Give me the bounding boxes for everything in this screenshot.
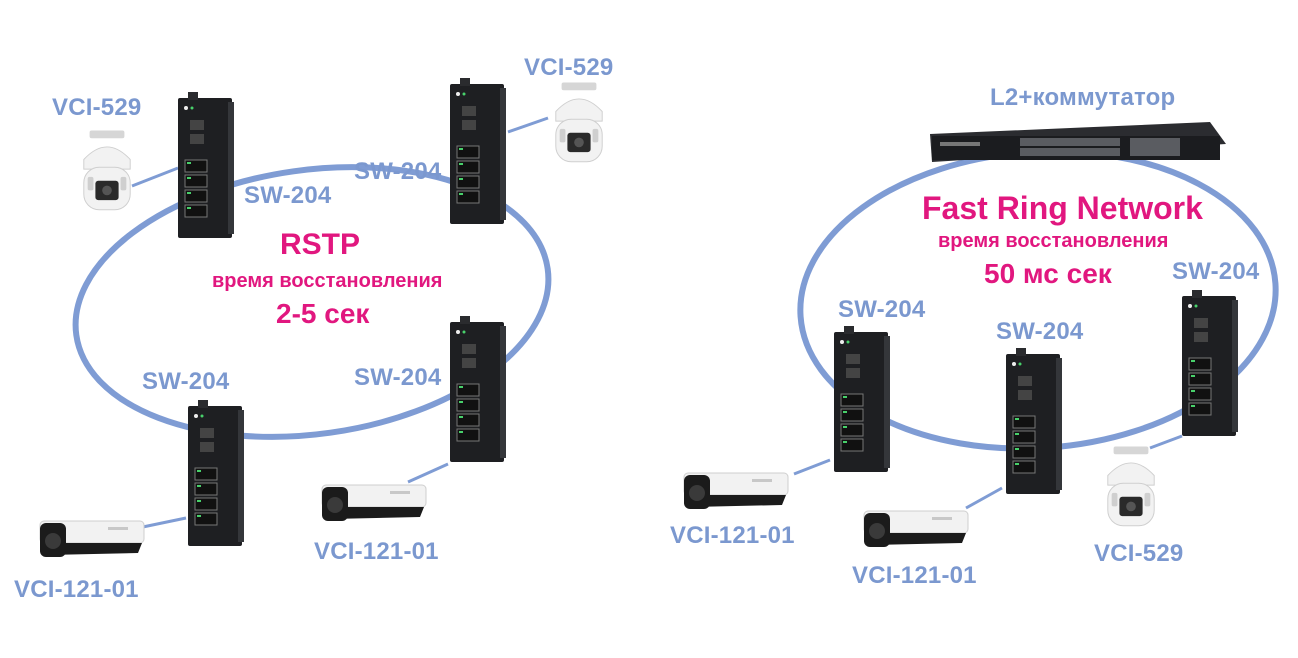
bullet-camera-icon <box>39 520 145 558</box>
camera-label: VCI-121-01 <box>14 576 139 603</box>
din-switch-icon <box>449 315 507 463</box>
link-line <box>1149 434 1183 450</box>
right-recovery-label: время восстановления <box>938 230 1169 252</box>
camera-label: VCI-121-01 <box>670 522 795 549</box>
link-line <box>507 116 549 134</box>
switch-label: SW-204 <box>996 318 1084 345</box>
dome-camera-icon <box>555 81 603 163</box>
left-recovery-time: 2-5 сек <box>276 298 370 329</box>
bullet-camera-icon <box>321 484 427 522</box>
switch-label: SW-204 <box>354 158 442 185</box>
dome-camera-icon <box>1107 445 1155 527</box>
camera-label: VCI-529 <box>524 54 614 81</box>
left-recovery-label: время восстановления <box>212 270 443 292</box>
core-switch-label: L2+коммутатор <box>990 84 1176 111</box>
camera-label: VCI-121-01 <box>314 538 439 565</box>
left-ring <box>72 164 552 440</box>
camera-label: VCI-529 <box>52 94 142 121</box>
rack-switch-icon <box>930 122 1226 162</box>
right-protocol-title: Fast Ring Network <box>922 190 1203 226</box>
left-protocol-title: RSTP <box>280 228 361 261</box>
camera-label: VCI-121-01 <box>852 562 977 589</box>
switch-label: SW-204 <box>354 364 442 391</box>
switch-label: SW-204 <box>838 296 926 323</box>
right-recovery-time: 50 мс сек <box>984 258 1112 289</box>
link-line <box>131 166 179 188</box>
switch-label: SW-204 <box>244 182 332 209</box>
bullet-camera-icon <box>683 472 789 510</box>
link-line <box>137 516 187 530</box>
din-switch-icon <box>449 77 507 225</box>
dome-camera-icon <box>83 129 131 211</box>
din-switch-icon <box>1005 347 1063 495</box>
din-switch-icon <box>1181 289 1239 437</box>
link-line <box>793 458 831 476</box>
link-line <box>965 486 1003 510</box>
switch-label: SW-204 <box>1172 258 1260 285</box>
camera-label: VCI-529 <box>1094 540 1184 567</box>
din-switch-icon <box>187 399 245 547</box>
switch-label: SW-204 <box>142 368 230 395</box>
bullet-camera-icon <box>863 510 969 548</box>
din-switch-icon <box>177 91 235 239</box>
din-switch-icon <box>833 325 891 473</box>
link-line <box>407 462 449 484</box>
